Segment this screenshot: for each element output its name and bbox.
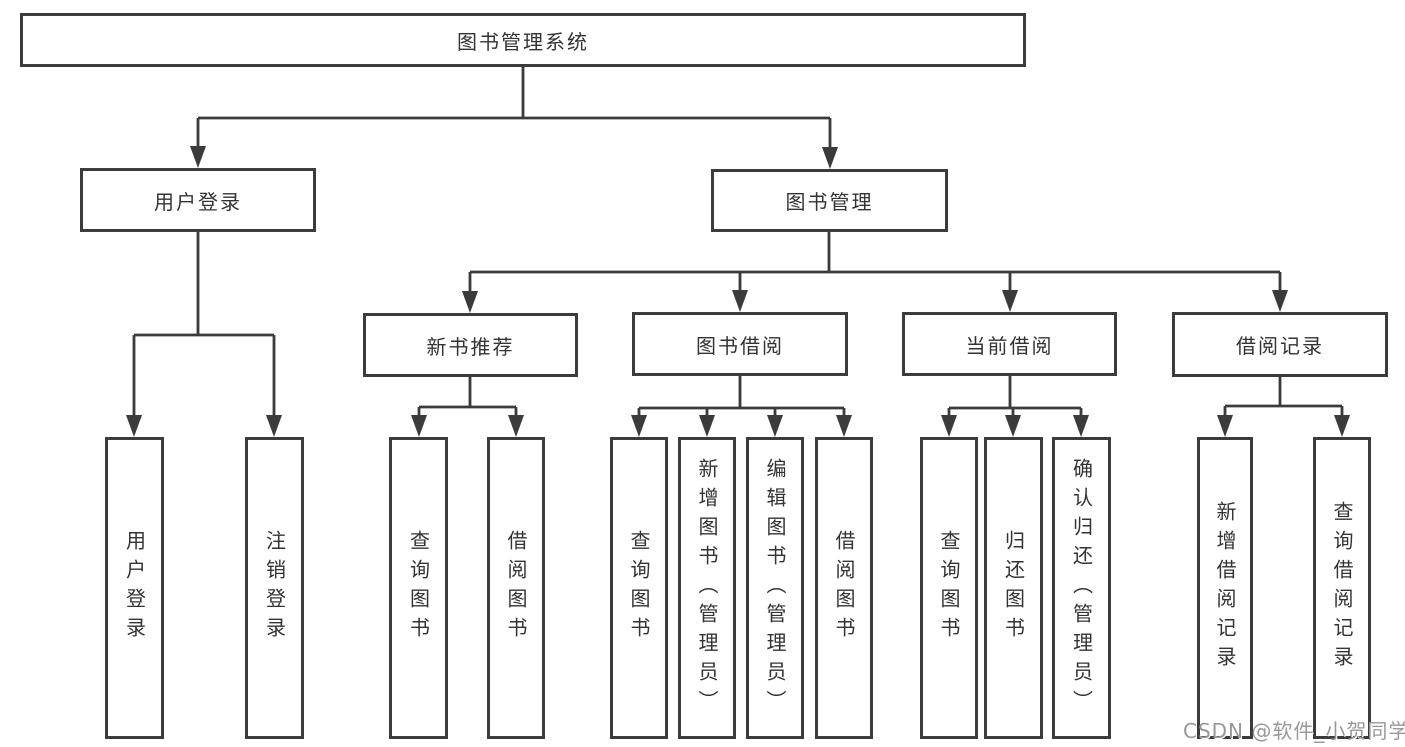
node-current-borrowing: 当前借阅	[902, 312, 1117, 376]
leaf-add-books-admin: 新增图书（管理员）	[678, 437, 736, 739]
leaf-borrow-books-recommend: 借阅图书	[487, 437, 545, 739]
node-new-book-recommend: 新书推荐	[363, 313, 578, 377]
leaf-borrow-books-borrowing: 借阅图书	[815, 437, 873, 739]
node-book-management: 图书管理	[711, 169, 948, 232]
node-library-system: 图书管理系统	[20, 13, 1026, 67]
node-book-borrowing: 图书借阅	[632, 312, 848, 376]
leaf-query-books-borrowing: 查询图书	[610, 437, 668, 739]
node-borrowing-records: 借阅记录	[1172, 312, 1388, 377]
node-user-login: 用户登录	[80, 168, 316, 232]
leaf-add-borrow-record: 新增借阅记录	[1197, 437, 1253, 739]
leaf-confirm-return-admin: 确认归还（管理员）	[1052, 437, 1111, 739]
leaf-user-login: 用户登录	[105, 437, 164, 739]
leaf-edit-books-admin: 编辑图书（管理员）	[746, 437, 804, 739]
csdn-watermark: CSDN @软件_小贺同学	[1183, 719, 1405, 743]
leaf-logout: 注销登录	[245, 437, 304, 739]
leaf-query-books-recommend: 查询图书	[389, 437, 448, 739]
arrowheads	[126, 146, 1350, 437]
leaf-query-borrow-record: 查询借阅记录	[1313, 437, 1371, 739]
leaf-query-books-current: 查询图书	[920, 437, 978, 739]
leaf-return-books: 归还图书	[984, 437, 1043, 739]
